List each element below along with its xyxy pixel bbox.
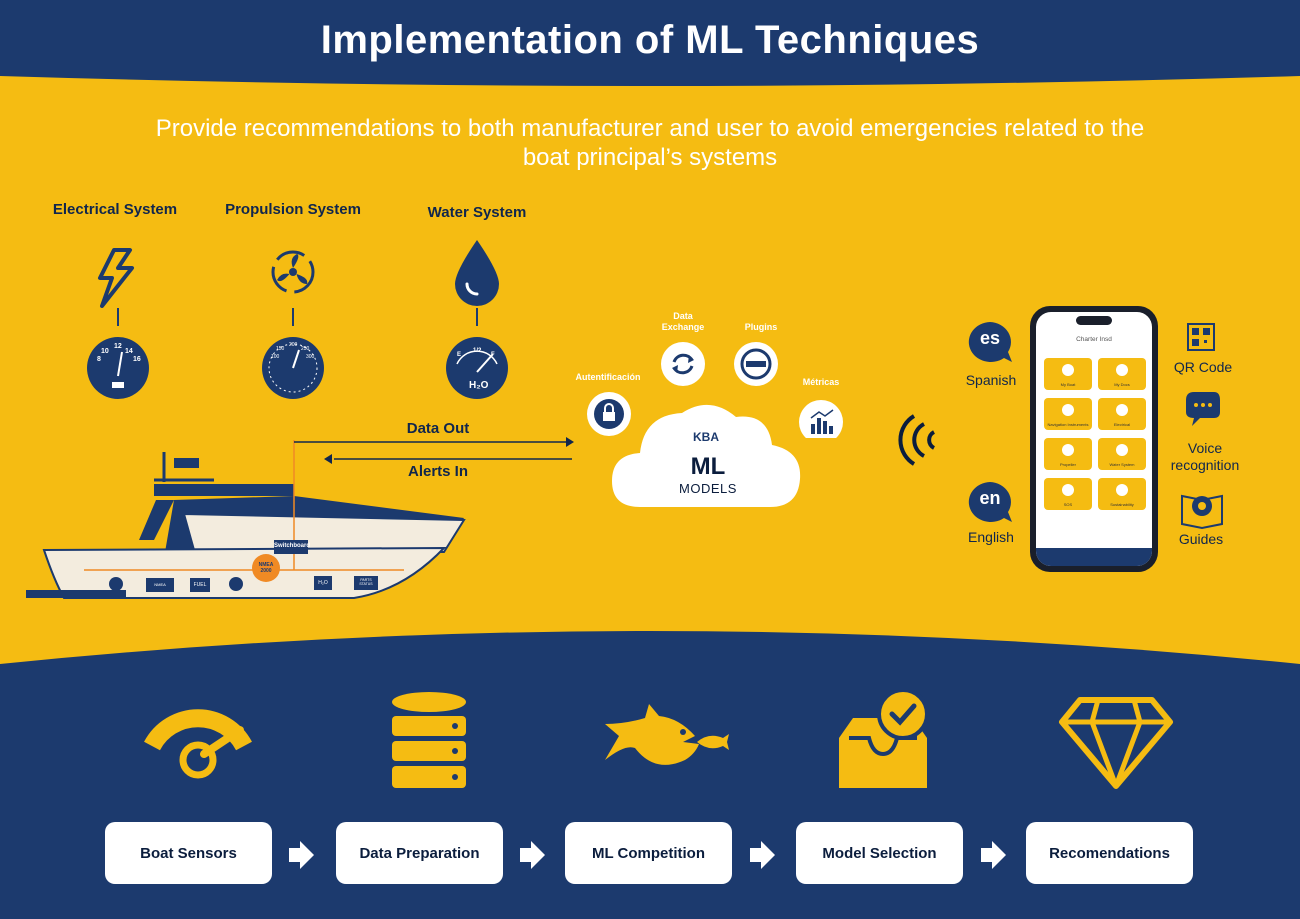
autentificacion-label: Autentificación xyxy=(575,372,641,382)
step-data-preparation: Data Preparation xyxy=(336,822,503,884)
pipeline-arrows xyxy=(289,841,1006,869)
voltage-tick: 12 xyxy=(114,343,122,350)
data-flow-arrows xyxy=(294,437,574,464)
bar-chart-icon xyxy=(799,400,843,438)
app-tile-my-docs[interactable]: My Docs xyxy=(1098,358,1146,390)
step-recomendations: Recomendations xyxy=(1026,822,1193,884)
rpm-tick: 100 xyxy=(271,354,280,360)
rpm-tick: 200 xyxy=(289,342,298,348)
phone-screen: Charter Insd My Boat My Docs Navigation … xyxy=(1036,312,1152,566)
speedometer-icon xyxy=(144,709,252,779)
electrical-system-label: Electrical System xyxy=(52,201,178,218)
app-tile-sustainability[interactable]: Sustainability xyxy=(1098,478,1146,510)
water-tick: F xyxy=(491,352,495,358)
qr-code-label: QR Code xyxy=(1173,359,1233,375)
lock-icon xyxy=(587,392,631,436)
step-boat-sensors: Boat Sensors xyxy=(105,822,272,884)
water-drop-icon xyxy=(455,240,499,306)
book-gear-icon xyxy=(1181,494,1223,530)
es-icon: es xyxy=(979,328,1001,348)
voltage-tick: 16 xyxy=(133,356,141,363)
rpm-tick: 300 xyxy=(306,354,315,360)
metricas-label: Métricas xyxy=(802,377,840,387)
kba-label: KBA xyxy=(693,430,719,444)
boat-module-label: PARTS STATUS xyxy=(359,578,373,586)
qr-code-icon xyxy=(1187,323,1215,351)
phone-notch xyxy=(1076,316,1112,325)
data-exchange-label: Data Exchange xyxy=(661,311,705,332)
water-gauge xyxy=(446,337,508,399)
phone-mockup: Charter Insd My Boat My Docs Navigation … xyxy=(1030,306,1158,572)
lightning-icon xyxy=(98,248,134,308)
system-icons xyxy=(87,240,508,399)
cloud-services-icons xyxy=(587,342,843,438)
voltage-gauge xyxy=(87,337,149,399)
arrow-right-icon xyxy=(289,841,314,869)
boat-illustration xyxy=(26,440,466,599)
water-tick: 1/2 xyxy=(473,348,482,354)
guides-label: Guides xyxy=(1178,531,1224,547)
voltage-tick: 14 xyxy=(125,348,133,355)
rpm-tick: 250 xyxy=(301,346,310,352)
alerts-in-label: Alerts In xyxy=(407,463,468,480)
nmea-label: NMEA 2000 xyxy=(258,562,274,574)
voltage-tick: 8 xyxy=(97,356,101,363)
app-tile-navigation[interactable]: Navigation Instruments xyxy=(1044,398,1092,430)
sync-icon xyxy=(661,342,705,386)
propulsion-system-label: Propulsion System xyxy=(225,201,361,218)
diamond-icon xyxy=(1059,697,1173,789)
inbox-check-icon xyxy=(839,688,929,788)
water-unit: H₂O xyxy=(469,380,489,391)
spanish-label: Spanish xyxy=(965,372,1017,388)
app-tile-electrical[interactable]: Electrical xyxy=(1098,398,1146,430)
en-icon: en xyxy=(979,488,1001,508)
app-tile-water-system[interactable]: Water System xyxy=(1098,438,1146,470)
app-title: Charter Insd xyxy=(1076,336,1112,343)
step-ml-competition: ML Competition xyxy=(565,822,732,884)
chat-bubble-icon xyxy=(1186,392,1220,426)
pipeline-icons xyxy=(144,688,1173,789)
ml-label: ML xyxy=(690,453,726,480)
voice-recognition-label: Voice recognition xyxy=(1170,440,1240,473)
phone-nav-bar[interactable] xyxy=(1036,548,1152,566)
rpm-tick: 150 xyxy=(276,346,285,352)
app-tile-propeller[interactable]: Propeller xyxy=(1044,438,1092,470)
water-tick: E xyxy=(457,352,462,358)
boat-module-label: H₂O xyxy=(318,580,328,586)
database-icon xyxy=(392,692,466,788)
water-system-label: Water System xyxy=(427,204,527,221)
propeller-icon xyxy=(271,250,315,294)
english-label: English xyxy=(968,529,1014,545)
boat-module-label: NMEA xyxy=(154,582,166,587)
step-model-selection: Model Selection xyxy=(796,822,963,884)
arrow-right-icon xyxy=(520,841,545,869)
data-out-label: Data Out xyxy=(406,420,470,437)
arrow-right-icon xyxy=(750,841,775,869)
app-tile-sos[interactable]: SOS xyxy=(1044,478,1092,510)
boat-module-label: FUEL xyxy=(193,582,207,588)
rpm-gauge xyxy=(262,337,324,399)
feature-icons xyxy=(1181,323,1223,530)
fish-icon xyxy=(605,704,729,765)
page-subtitle: Provide recommendations to both manufact… xyxy=(155,115,1145,171)
voltage-tick: 10 xyxy=(101,348,109,355)
wireless-signal-icon xyxy=(898,414,936,466)
page-title: Implementation of ML Techniques xyxy=(320,18,980,62)
language-bubbles xyxy=(968,322,1012,522)
switchboard-label: Switchboard xyxy=(273,543,310,549)
ml-cloud xyxy=(612,404,801,507)
plug-icon xyxy=(734,342,778,386)
models-label: MODELS xyxy=(679,481,737,496)
plugins-label: Plugins xyxy=(744,322,778,332)
arrow-right-icon xyxy=(981,841,1006,869)
app-tile-my-boat[interactable]: My Boat xyxy=(1044,358,1092,390)
